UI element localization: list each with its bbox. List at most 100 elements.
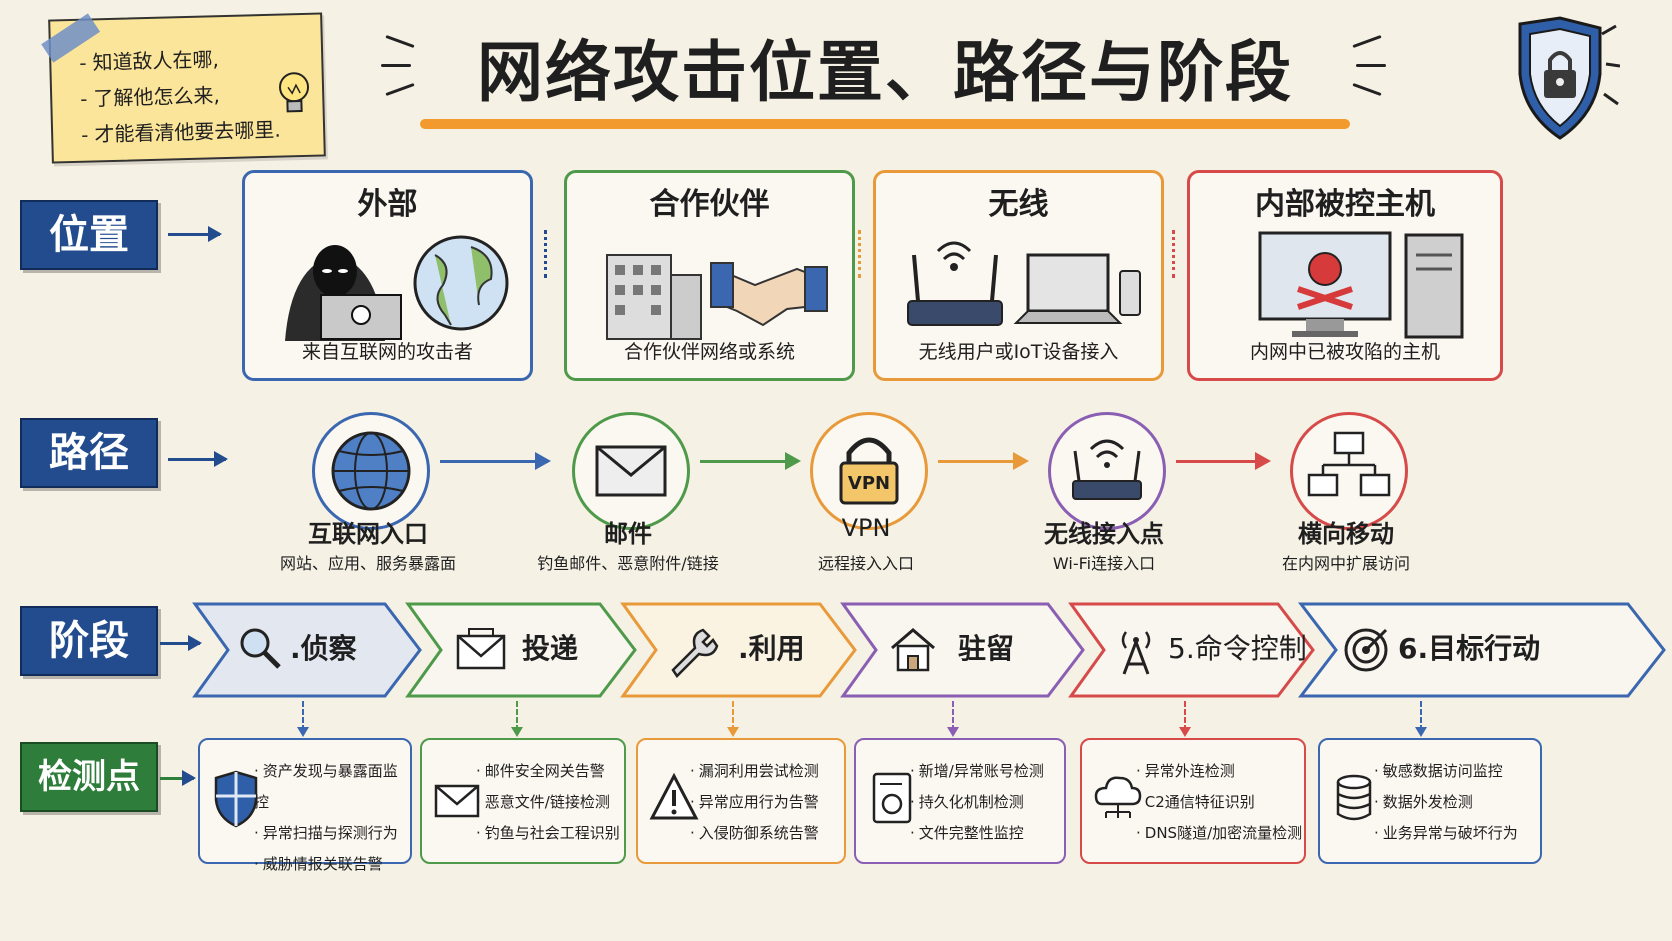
globe-icon bbox=[331, 431, 411, 511]
path-arrow bbox=[938, 452, 1029, 470]
separator bbox=[1172, 230, 1175, 278]
detection-item: 数据外发检测 bbox=[1374, 787, 1518, 818]
detection-item: 恶意文件/链接检测 bbox=[476, 787, 620, 818]
down-arrow bbox=[511, 701, 523, 737]
detection-item: 异常外连检测 bbox=[1136, 756, 1302, 787]
shield-lock-icon bbox=[1518, 16, 1620, 140]
arrow-stage bbox=[160, 635, 202, 651]
card-title: 内部被控主机 bbox=[1255, 187, 1435, 222]
down-arrow bbox=[947, 701, 959, 737]
path-desc: 远程接入入口 bbox=[817, 554, 914, 573]
path-desc: 钓鱼邮件、恶意附件/链接 bbox=[537, 554, 719, 573]
path-desc: 在内网中扩展访问 bbox=[1281, 554, 1410, 573]
down-arrow bbox=[727, 701, 739, 737]
path-title: VPN bbox=[841, 514, 891, 542]
label-location: 位置 bbox=[20, 200, 158, 270]
location-card-external: 外部 来自互联网的攻击者 bbox=[242, 170, 533, 381]
detection-item: 邮件安全网关告警 bbox=[476, 756, 620, 787]
wrench-icon bbox=[671, 628, 719, 678]
location-card-partner: 合作伙伴 合作伙伴网络或系统 bbox=[564, 170, 855, 381]
detection-item: 新增/异常账号检测 bbox=[910, 756, 1044, 787]
path-circle-vpn: VPN bbox=[810, 412, 928, 530]
path-title: 横向移动 bbox=[1298, 520, 1394, 548]
path-circle-lateral bbox=[1290, 412, 1408, 530]
path-arrow bbox=[440, 452, 551, 470]
label-path: 路径 bbox=[20, 418, 158, 488]
note-line: 知道敌人在哪, bbox=[79, 40, 279, 81]
padlock-icon bbox=[839, 437, 899, 505]
sticky-note: 知道敌人在哪, 了解他怎么来, 才能看清他要去哪里. bbox=[41, 12, 326, 164]
card-desc: 来自互联网的攻击者 bbox=[301, 341, 473, 363]
detection-item: 威胁情报关联告警 bbox=[254, 849, 410, 880]
note-lines: 知道敌人在哪, 了解他怎么来, 才能看清他要去哪里. bbox=[79, 40, 281, 153]
radio-tower-icon bbox=[1121, 631, 1151, 675]
separator bbox=[544, 230, 547, 278]
detection-item: 文件完整性监控 bbox=[910, 818, 1044, 849]
label-stage: 阶段 bbox=[20, 606, 158, 676]
detection-item: 漏洞利用尝试检测 bbox=[690, 756, 819, 787]
path-circle-email bbox=[572, 412, 690, 530]
detection-item: C2通信特征识别 bbox=[1136, 787, 1302, 818]
note-line: 了解他怎么来, bbox=[80, 76, 280, 117]
detection-box-c2: 异常外连检测 C2通信特征识别 DNS隧道/加密流量检测 bbox=[1080, 738, 1306, 864]
detection-box-persistence: 新增/异常账号检测 持久化机制检测 文件完整性监控 bbox=[854, 738, 1066, 864]
location-card-internal: 内部被控主机 内网中已被攻陷的主机 bbox=[1187, 170, 1503, 381]
down-arrow bbox=[297, 701, 309, 737]
detection-item: 敏感数据访问监控 bbox=[1374, 756, 1518, 787]
detection-box-objective: 敏感数据访问监控 数据外发检测 业务异常与破坏行为 bbox=[1318, 738, 1542, 864]
down-arrow bbox=[1415, 701, 1427, 737]
detection-item: 持久化机制检测 bbox=[910, 787, 1044, 818]
path-title: 无线接入点 bbox=[1044, 520, 1164, 548]
router-laptop-icon bbox=[907, 241, 1141, 326]
stage-label: .利用 bbox=[738, 632, 805, 665]
detection-item: 异常扫描与探测行为 bbox=[254, 818, 410, 849]
down-arrow bbox=[1179, 701, 1191, 737]
detection-item: 入侵防御系统告警 bbox=[690, 818, 819, 849]
detection-item: 异常应用行为告警 bbox=[690, 787, 819, 818]
envelope-icon bbox=[595, 445, 667, 497]
database-icon bbox=[1336, 774, 1372, 821]
vpn-icon-text: VPN bbox=[847, 473, 891, 494]
path-arrow bbox=[1176, 452, 1271, 470]
detection-item: 资产发现与暴露面监控 bbox=[254, 756, 410, 818]
arrow-detection bbox=[160, 770, 196, 786]
note-line: 才能看清他要去哪里. bbox=[81, 112, 281, 153]
path-title: 邮件 bbox=[604, 520, 652, 548]
card-desc: 无线用户或IoT设备接入 bbox=[918, 341, 1119, 363]
card-title: 无线 bbox=[988, 187, 1049, 222]
stage-label: 投递 bbox=[522, 632, 579, 665]
arrow-location bbox=[168, 226, 222, 242]
network-hosts-icon bbox=[1307, 431, 1391, 497]
stage-label: .侦察 bbox=[290, 632, 357, 665]
stage-label: 5.命令控制 bbox=[1168, 632, 1307, 665]
target-icon bbox=[1344, 628, 1388, 672]
path-title: 互联网入口 bbox=[308, 520, 428, 548]
card-desc: 内网中已被攻陷的主机 bbox=[1249, 341, 1440, 363]
arrow-path bbox=[168, 451, 228, 467]
warning-icon bbox=[649, 772, 699, 820]
wireless-router-icon bbox=[1072, 439, 1142, 500]
house-icon bbox=[891, 628, 935, 672]
infected-computer-icon bbox=[1258, 231, 1464, 339]
detection-item: DNS隧道/加密流量检测 bbox=[1136, 818, 1302, 849]
envelope-icon bbox=[456, 628, 506, 670]
path-arrow bbox=[700, 452, 801, 470]
label-detection: 检测点 bbox=[20, 742, 158, 812]
stage-label: 6.目标行动 bbox=[1398, 632, 1541, 665]
detection-box-recon: 资产发现与暴露面监控 异常扫描与探测行为 威胁情报关联告警 bbox=[198, 738, 412, 873]
path-desc: Wi-Fi连接入口 bbox=[1052, 554, 1156, 573]
path-circle-wireless-ap bbox=[1048, 412, 1166, 530]
separator bbox=[858, 230, 861, 278]
card-desc: 合作伙伴网络或系统 bbox=[623, 341, 795, 363]
magnifier-icon bbox=[240, 628, 281, 669]
path-circle-internet bbox=[312, 412, 430, 530]
building-handshake-icon bbox=[606, 254, 828, 340]
lightbulb-icon bbox=[279, 72, 310, 113]
stage-label: 驻留 bbox=[958, 632, 1015, 665]
location-card-wireless: 无线 无线用户或IoT设备接入 bbox=[873, 170, 1164, 381]
card-title: 合作伙伴 bbox=[649, 187, 770, 222]
hacker-globe-icon bbox=[285, 235, 509, 341]
envelope-icon bbox=[434, 784, 480, 818]
card-title: 外部 bbox=[357, 187, 418, 222]
detection-box-delivery: 邮件安全网关告警 恶意文件/链接检测 钓鱼与社会工程识别 bbox=[420, 738, 626, 864]
